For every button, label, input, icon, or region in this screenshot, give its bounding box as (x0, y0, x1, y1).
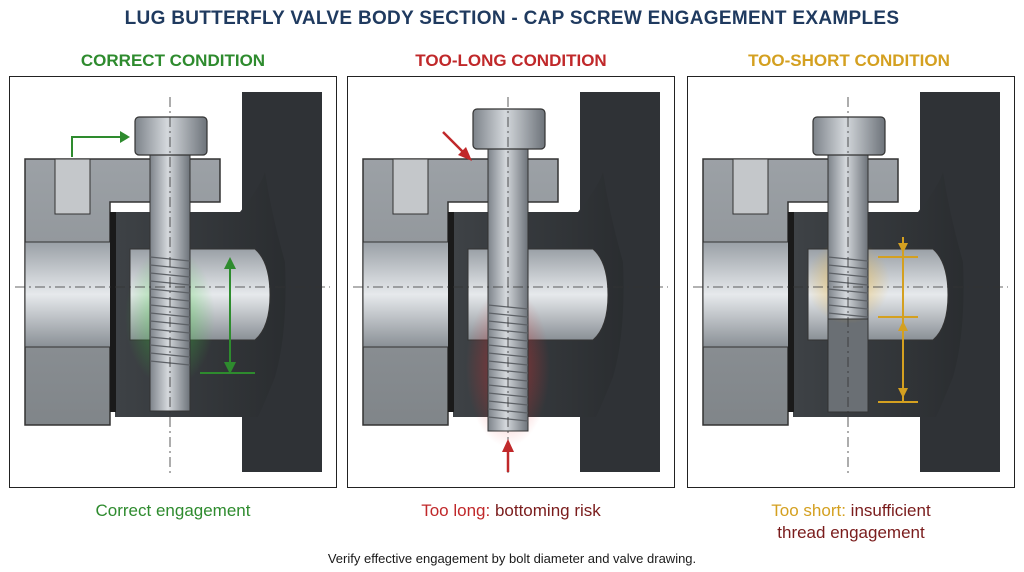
condition-title-too-long: TOO-LONG CONDITION (415, 51, 607, 70)
caption-too-short: Too short: insufficient thread engagemen… (687, 500, 1015, 544)
flange (24, 158, 221, 426)
valve-section-too-short-diagram (693, 92, 1008, 477)
diagram-panel-too-short (687, 76, 1015, 488)
caption-too-short-rest: insufficient (845, 501, 931, 520)
valve-section-too-long-diagram (353, 92, 668, 477)
caption-too-short-line2: thread engagement (777, 523, 925, 542)
page-title: LUG BUTTERFLY VALVE BODY SECTION - CAP S… (124, 8, 900, 29)
caption-too-long-highlight: Too long: (421, 501, 491, 520)
flange (702, 158, 899, 426)
bolt-head (812, 116, 886, 156)
caption-correct: Correct engagement (9, 500, 337, 522)
flange-bolt-hole (54, 158, 91, 215)
dimension-arrow-icon (878, 237, 918, 403)
diagram-panel-correct (9, 76, 337, 488)
caption-too-long-rest: bottoming risk (490, 501, 601, 520)
shaft-hub (362, 241, 454, 348)
caption-correct-text: Correct engagement (95, 501, 251, 520)
gasket (448, 212, 454, 412)
diagram-panel-too-long (347, 76, 675, 488)
gasket (110, 212, 116, 412)
flange-bolt-hole (392, 158, 429, 215)
bolt-shank (827, 148, 869, 320)
bolt-head (472, 108, 546, 150)
arrow-icon (71, 136, 128, 157)
shaft-hub (702, 241, 794, 348)
flange (362, 158, 559, 426)
flange-bolt-hole (732, 158, 769, 215)
caption-too-long: Too long: bottoming risk (347, 500, 675, 522)
valve-section-correct-diagram (15, 92, 330, 477)
footer-note: Verify effective engagement by bolt diam… (327, 551, 697, 566)
gasket (788, 212, 794, 412)
bolt-head (134, 116, 208, 156)
caption-too-short-highlight: Too short: (771, 501, 846, 520)
shaft-hub (24, 241, 116, 348)
condition-title-too-short: TOO-SHORT CONDITION (748, 51, 950, 70)
condition-title-correct: CORRECT CONDITION (80, 51, 266, 70)
